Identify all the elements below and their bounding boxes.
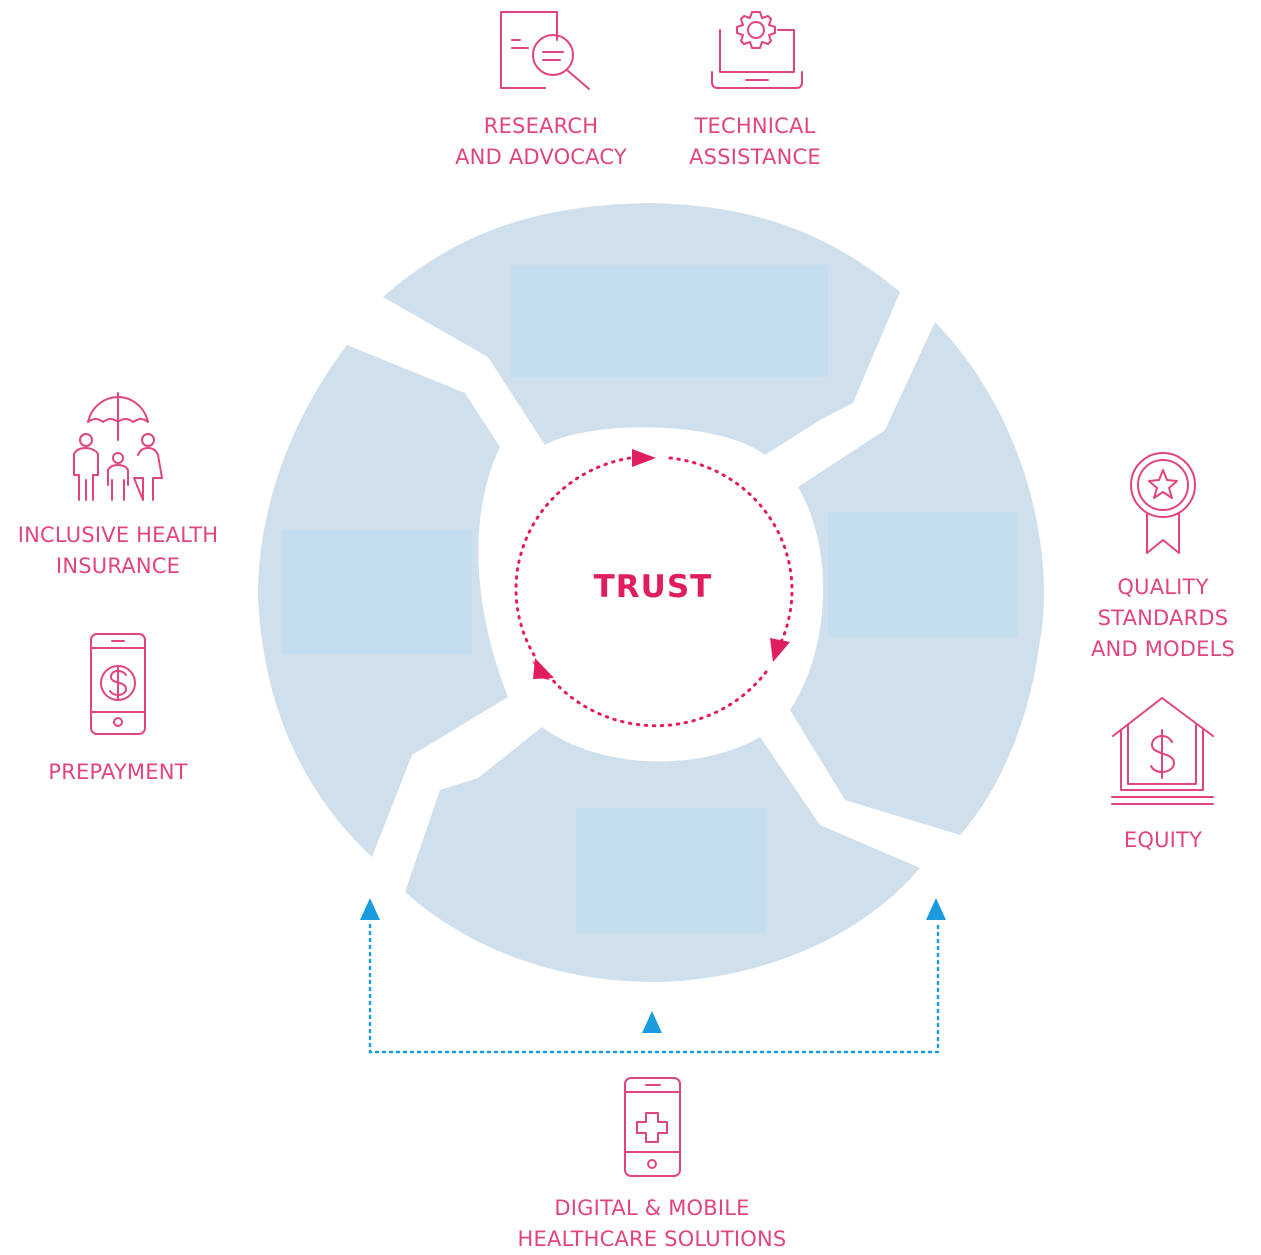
label-line: QUALITY bbox=[1117, 575, 1209, 599]
research-document-magnifier-icon bbox=[500, 11, 590, 90]
connector-line bbox=[368, 923, 940, 1054]
label-line: EQUITY bbox=[1123, 828, 1203, 852]
label-line: TECHNICAL bbox=[694, 114, 816, 138]
label-line: PREPAYMENT bbox=[48, 760, 188, 784]
label-digital-mobile-healthcare: DIGITAL & MOBILE HEALTHCARE SOLUTIONS bbox=[502, 1193, 802, 1255]
label-line: RESEARCH bbox=[483, 114, 599, 138]
trust-cycle-arc-bottom bbox=[544, 670, 768, 728]
label-line: ASSISTANCE bbox=[689, 145, 821, 169]
label-line: AND ADVOCACY bbox=[455, 145, 627, 169]
label-line: DIGITAL & MOBILE bbox=[554, 1196, 750, 1220]
connector-arrow-center-icon bbox=[642, 1011, 662, 1033]
label-line: STANDARDS bbox=[1097, 606, 1229, 630]
trust-cycle-arc-top-right bbox=[668, 456, 794, 642]
house-dollar-icon bbox=[1111, 697, 1214, 805]
label-equity: EQUITY bbox=[1073, 825, 1253, 856]
segment-left-box bbox=[282, 530, 472, 654]
label-technical-assistance: TECHNICAL ASSISTANCE bbox=[655, 111, 855, 173]
connector-arrow-left-icon bbox=[360, 898, 380, 920]
trust-cycle-arc-left bbox=[514, 456, 632, 657]
segment-right-box bbox=[828, 512, 1018, 637]
trust-arrowhead-left-fill-icon bbox=[533, 658, 554, 679]
label-prepayment: PREPAYMENT bbox=[18, 757, 218, 788]
label-line: INSURANCE bbox=[55, 554, 181, 578]
connector-arrow-right-icon bbox=[926, 898, 946, 920]
label-inclusive-health-insurance: INCLUSIVE HEALTH INSURANCE bbox=[8, 520, 228, 582]
laptop-gear-icon bbox=[711, 11, 803, 89]
label-research-advocacy: RESEARCH AND ADVOCACY bbox=[441, 111, 641, 173]
segment-top-box bbox=[510, 265, 828, 377]
segment-bottom-box bbox=[576, 808, 766, 933]
award-ribbon-star-icon bbox=[1130, 452, 1196, 554]
trust-arrowhead-right-icon bbox=[770, 638, 790, 662]
label-line: INCLUSIVE HEALTH bbox=[17, 523, 219, 547]
label-line: AND MODELS bbox=[1090, 637, 1236, 661]
phone-medical-cross-icon bbox=[624, 1077, 681, 1177]
label-line: HEALTHCARE SOLUTIONS bbox=[517, 1227, 787, 1251]
family-umbrella-icon bbox=[73, 392, 163, 501]
center-title: TRUST bbox=[593, 569, 713, 605]
phone-dollar-icon bbox=[90, 633, 146, 735]
trust-arrowhead-top-icon bbox=[632, 449, 656, 467]
label-quality-standards: QUALITY STANDARDS AND MODELS bbox=[1073, 572, 1253, 665]
